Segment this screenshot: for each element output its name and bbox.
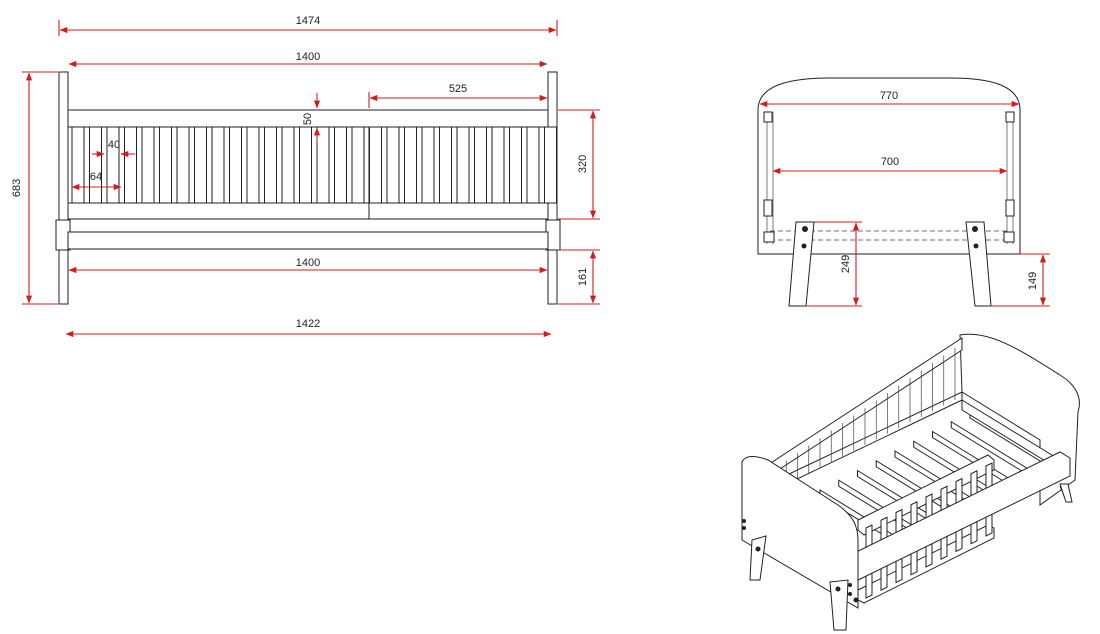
- bolt-top-right: [1005, 111, 1015, 123]
- bracket-right: [1005, 199, 1015, 217]
- dim-panel-width: 770: [880, 90, 898, 102]
- slat: [211, 126, 225, 204]
- front-view: [55, 71, 561, 305]
- dim-gate-length: 525: [449, 83, 467, 95]
- guard-bottom-rail: [67, 202, 549, 220]
- slat: [89, 126, 102, 204]
- slat: [474, 126, 487, 204]
- slat: [246, 126, 260, 204]
- slat: [264, 126, 277, 204]
- slat: [229, 126, 242, 204]
- end-dimensions: 770 700 249 149: [759, 90, 1050, 307]
- slat: [141, 126, 155, 204]
- dim-rail-length-bottom: 1400: [296, 257, 320, 269]
- dim-base-length: 1422: [296, 318, 320, 330]
- slats-group: [71, 126, 557, 204]
- iso-front-guard-top: [857, 454, 995, 536]
- slat: [281, 126, 295, 204]
- slat: [526, 126, 540, 204]
- slat: [176, 126, 190, 204]
- dim-end-leg-height: 149: [1027, 272, 1039, 290]
- bolt-top-left: [763, 111, 773, 123]
- slat: [491, 126, 505, 204]
- slat: [124, 126, 137, 204]
- slat: [439, 126, 452, 204]
- corner-right: [1003, 231, 1015, 243]
- slat: [351, 126, 365, 204]
- isometric-view: [741, 333, 1080, 631]
- slat: [421, 126, 435, 204]
- dim-slat-gap: 40: [108, 139, 120, 151]
- bracket-left: [763, 199, 773, 217]
- slat: [159, 126, 172, 204]
- iso-back-slats: [774, 348, 956, 490]
- dim-top-rail-thickness: 50: [302, 113, 314, 125]
- left-post: [58, 71, 69, 305]
- slat: [404, 126, 417, 204]
- slat: [299, 126, 312, 204]
- slat: [334, 126, 347, 204]
- iso-leg-back-right: [1059, 483, 1073, 503]
- dim-rail-length-top: 1400: [296, 51, 320, 63]
- slat: [509, 126, 522, 204]
- iso-footboard: [741, 456, 859, 609]
- dim-rail-height: 320: [577, 155, 589, 173]
- front-dimensions: 1474 1400 525 50 40 64 683 320 1400: [11, 15, 600, 338]
- iso-leg-front-left: [749, 535, 767, 581]
- dim-overall-width: 1474: [296, 15, 320, 27]
- slat: [369, 126, 382, 204]
- slat: [456, 126, 470, 204]
- dim-leg-height: 161: [577, 268, 589, 286]
- dim-inner-width: 700: [881, 156, 899, 168]
- corner-left: [763, 231, 775, 243]
- dim-slat-pitch: 64: [90, 171, 102, 183]
- slat: [194, 126, 207, 204]
- side-rail: [67, 231, 549, 250]
- end-view: [757, 77, 1021, 307]
- dim-base-height: 249: [840, 255, 852, 273]
- dim-overall-height: 683: [11, 179, 23, 197]
- slat: [316, 126, 330, 204]
- iso-leg-front-right: [829, 579, 849, 631]
- slat: [386, 126, 400, 204]
- slat: [544, 126, 557, 204]
- slat: [71, 126, 85, 204]
